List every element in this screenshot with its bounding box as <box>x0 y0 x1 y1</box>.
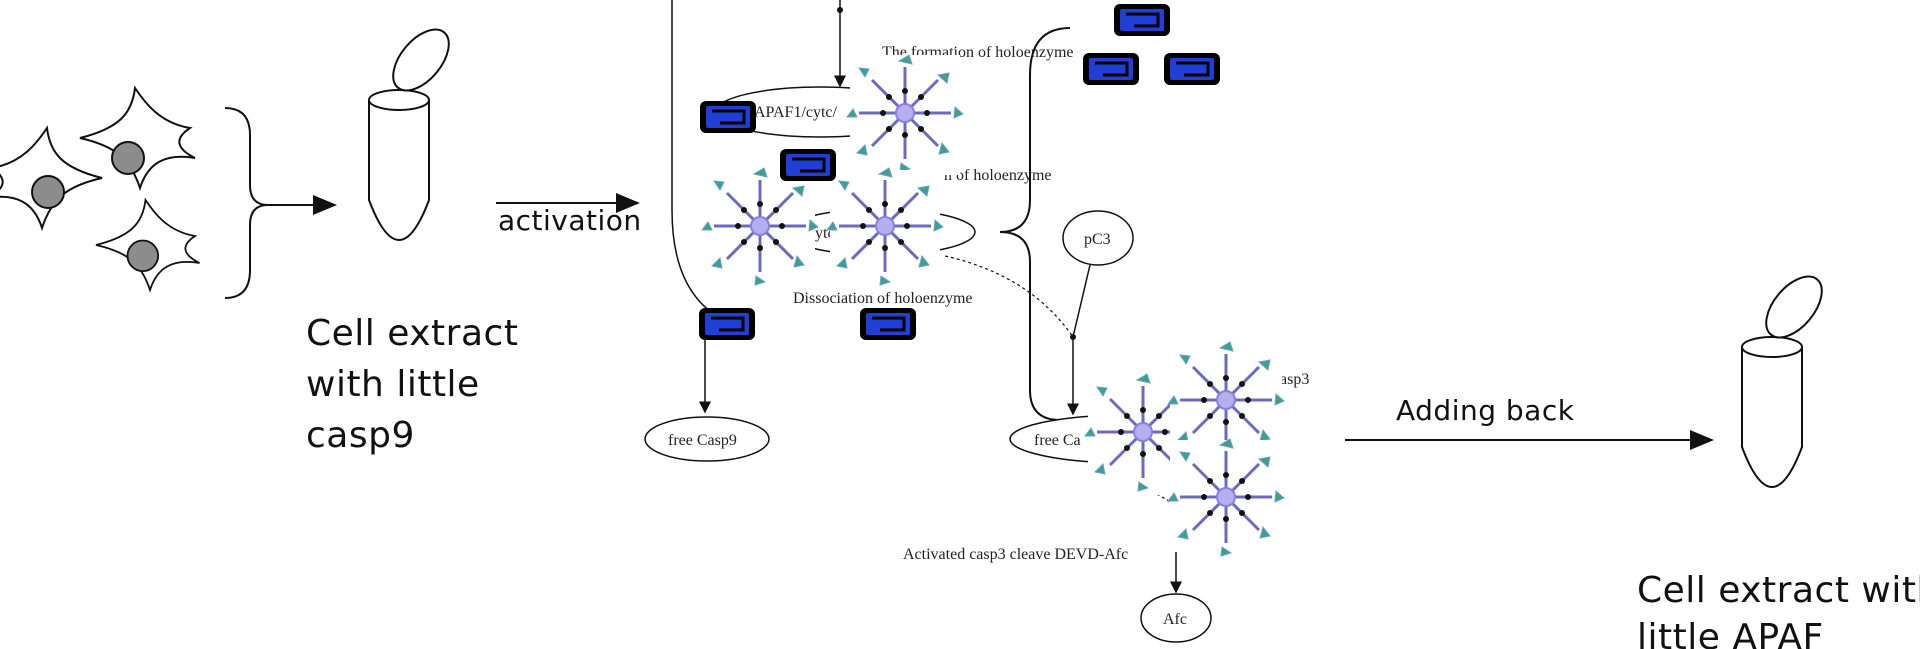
cells-group <box>0 87 201 291</box>
holo-casp3-label: asp3 <box>1280 371 1309 388</box>
caspase9-icon <box>778 147 838 183</box>
free-casp3-label: free Ca <box>1034 432 1081 449</box>
afc-label: Afc <box>1163 611 1187 628</box>
activated-casp3-label: Activated casp3 cleave DEVD-Afc <box>903 546 1128 563</box>
free-casp9-label: free Casp9 <box>668 432 737 449</box>
cell-icon <box>79 87 196 189</box>
junction-dot <box>837 7 843 13</box>
cell-icon <box>95 199 201 291</box>
cell-extract-left-line3: casp9 <box>306 415 415 456</box>
caspase9-icon <box>697 306 757 342</box>
caspase9-icon <box>698 99 758 135</box>
apaf1-apoptosome-icon <box>700 166 820 287</box>
cell-extract-right-line2: little APAF <box>1637 617 1824 649</box>
apaf1-apoptosome-icon <box>1166 437 1286 558</box>
free-casp9-node <box>644 416 770 462</box>
caspase9-icon <box>1112 2 1172 38</box>
apaf1-apoptosome-icon <box>1166 340 1286 461</box>
activation-label: activation <box>498 204 642 237</box>
tube-icon <box>1741 265 1834 488</box>
dissociation-holoenzyme-label: Dissociation of holoenzyme <box>793 290 973 307</box>
cell-icon <box>0 127 103 229</box>
apaf1-cytc-label: APAF1/cytc/ <box>754 104 838 121</box>
right-brace <box>999 27 1071 421</box>
caspase9-icon <box>1081 51 1141 87</box>
afc-node <box>1140 593 1212 643</box>
caspase9-icon <box>1162 51 1222 87</box>
adding-back-label: Adding back <box>1396 394 1575 427</box>
left-brace <box>224 107 269 299</box>
pc3-line <box>1072 264 1091 338</box>
cell-extract-left-line1: Cell extract <box>306 313 518 354</box>
dotted-link <box>944 255 1074 338</box>
formation-holoenzyme-partial-label: n of holoenzyme <box>944 167 1052 184</box>
pc3-node <box>1062 210 1134 266</box>
cell-extract-right-line1: Cell extract with <box>1637 570 1920 611</box>
caspase9-icon <box>858 306 918 342</box>
cell-extract-left-line2: with little <box>306 364 480 405</box>
pc3-label: pC3 <box>1084 231 1111 248</box>
apaf1-apoptosome-icon <box>845 53 965 175</box>
apaf1-apoptosome-icon <box>825 166 945 287</box>
tube-icon <box>368 18 461 241</box>
